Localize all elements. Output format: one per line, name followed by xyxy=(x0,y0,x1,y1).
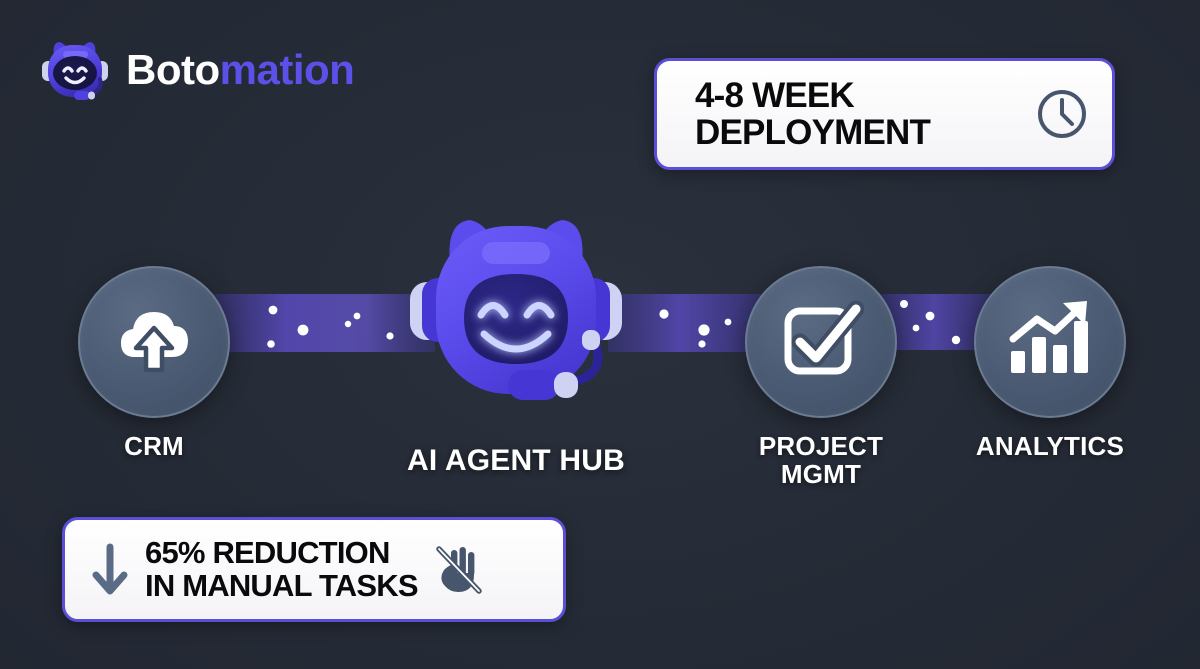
flow-node-ai-agent-hub[interactable]: AI AGENT HUB xyxy=(404,212,628,478)
connector-hub-to-project-mgmt xyxy=(608,272,768,389)
deployment-badge: 4-8 WEEK DEPLOYMENT xyxy=(654,58,1115,170)
brand-name-secondary: mation xyxy=(219,46,355,93)
project-mgmt-node-circle xyxy=(745,266,897,418)
down-arrow-icon xyxy=(87,539,133,601)
bar-chart-growth-icon xyxy=(1005,297,1095,388)
flow-node-analytics[interactable]: ANALYTICS xyxy=(974,266,1126,460)
robot-mascot-icon xyxy=(38,33,112,107)
reduction-badge: 65% REDUCTION IN MANUAL TASKS xyxy=(62,517,566,622)
ai-robot-head-icon xyxy=(404,212,628,434)
cloud-upload-icon xyxy=(108,300,200,385)
project-mgmt-node-label: PROJECT MGMT xyxy=(758,431,884,490)
analytics-node-circle xyxy=(974,266,1126,418)
connector-crm-to-hub xyxy=(205,272,435,389)
brand-logo: Botomation xyxy=(38,33,355,107)
crm-node-circle xyxy=(78,266,230,418)
reduction-badge-title: 65% REDUCTION IN MANUAL TASKS xyxy=(145,534,419,603)
checkbox-check-icon xyxy=(778,297,865,388)
brand-name-primary: Boto xyxy=(126,46,220,93)
crm-node-label: CRM xyxy=(124,431,184,461)
clock-icon xyxy=(1034,86,1090,142)
deployment-badge-title: 4-8 WEEK DEPLOYMENT xyxy=(695,75,931,152)
no-hand-icon xyxy=(430,541,488,599)
flow-node-crm[interactable]: CRM xyxy=(78,266,230,460)
flow-node-project-mgmt[interactable]: PROJECT MGMT xyxy=(745,266,897,488)
brand-wordmark: Botomation xyxy=(126,46,355,93)
ai-agent-hub-label: AI AGENT HUB xyxy=(407,444,625,477)
analytics-node-label: ANALYTICS xyxy=(975,431,1125,461)
